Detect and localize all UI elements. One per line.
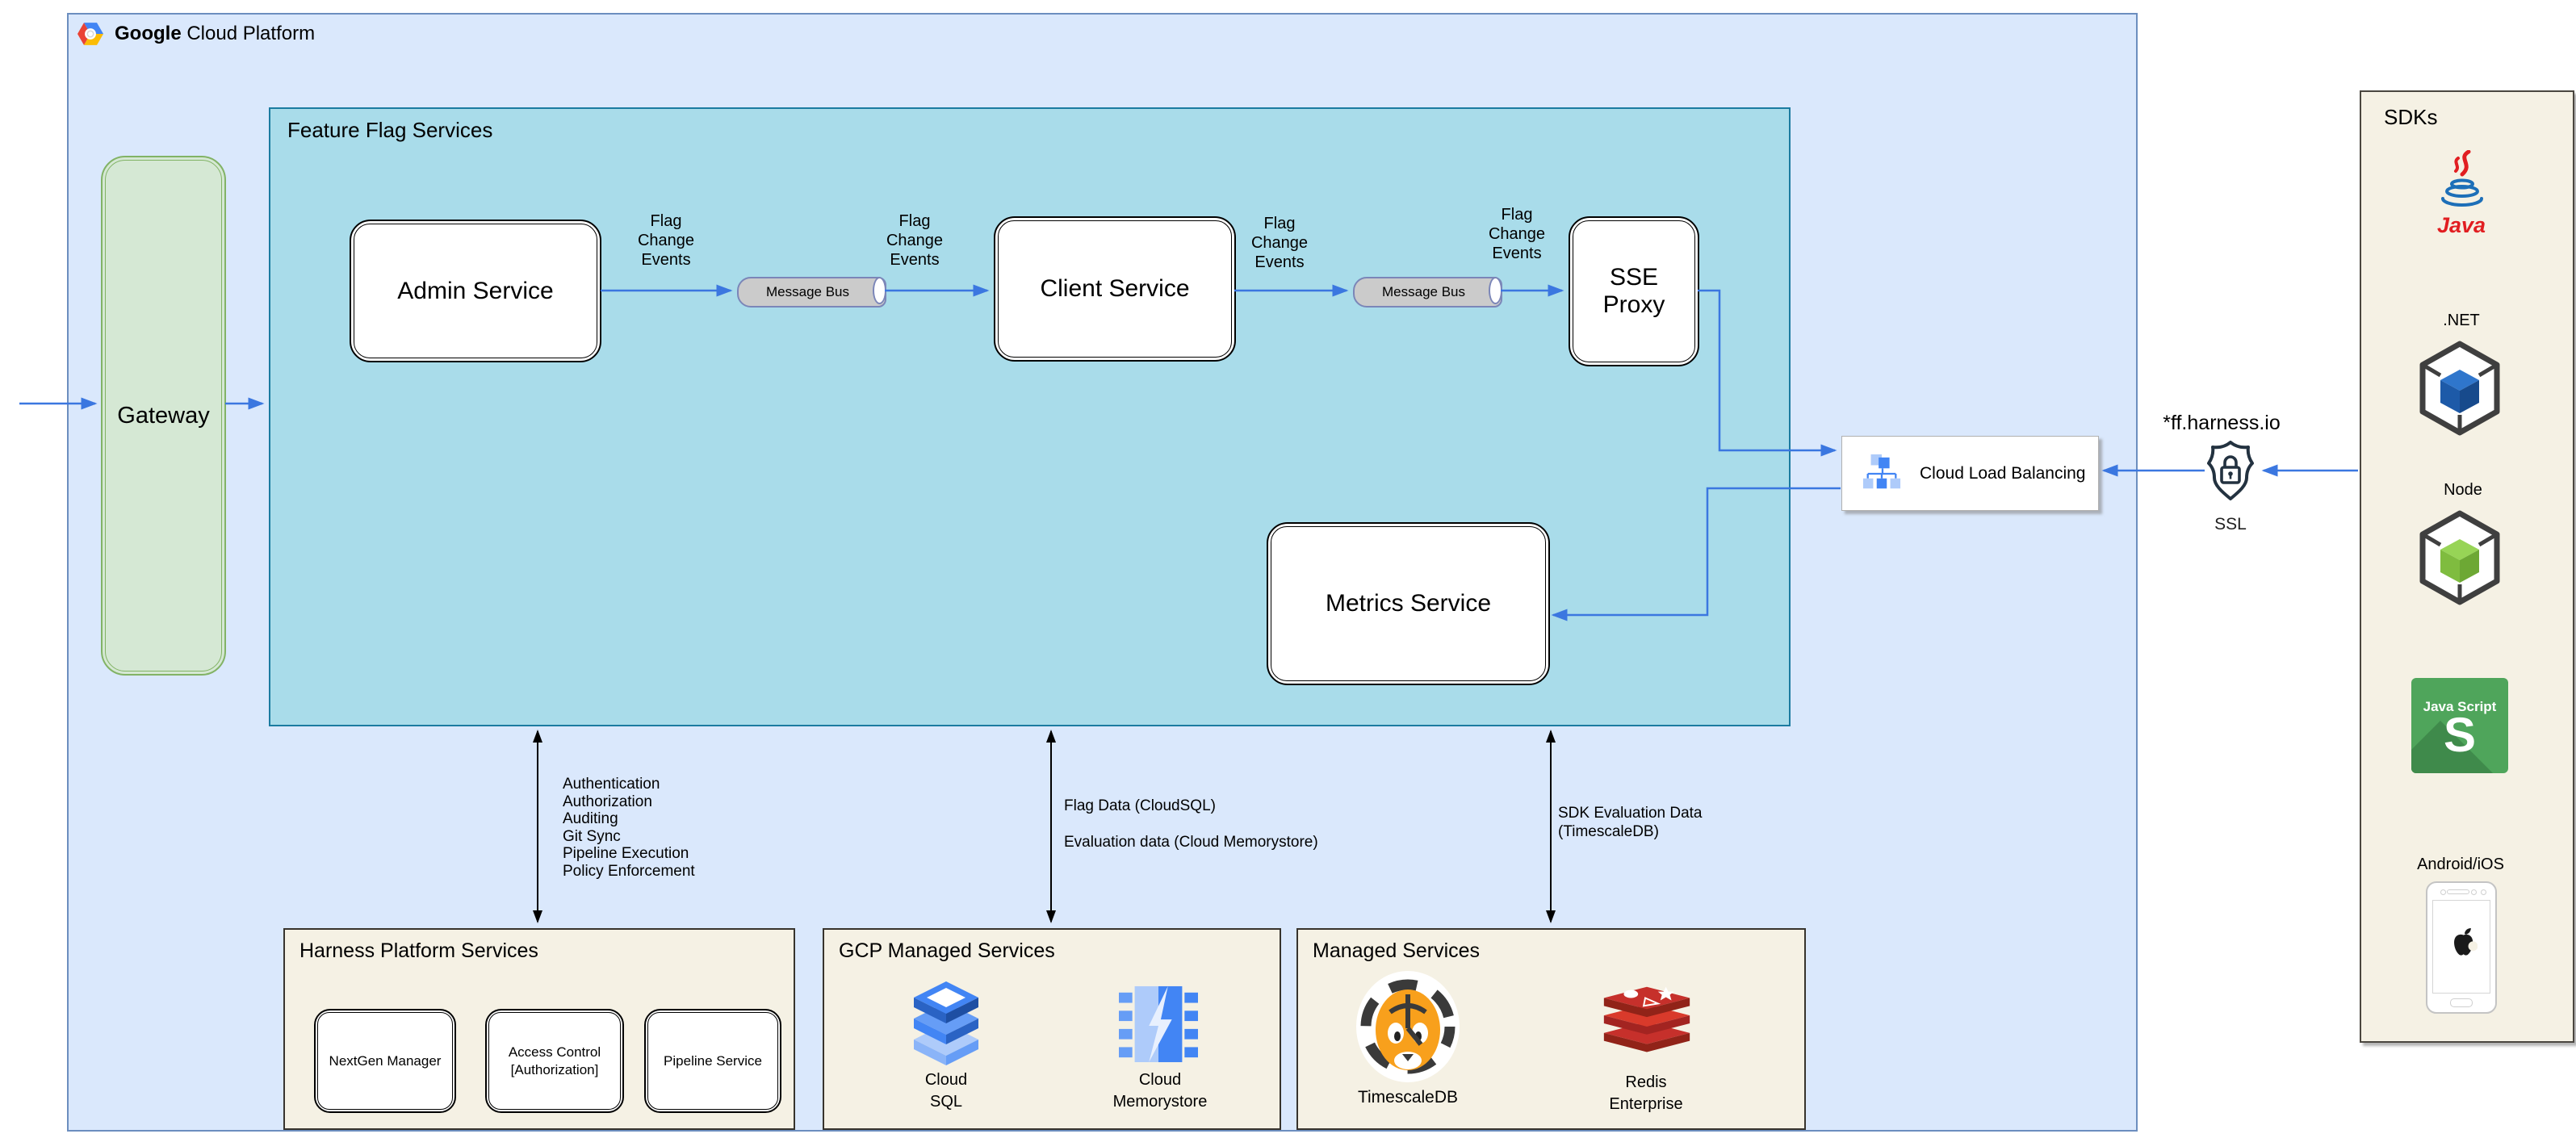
managed-services-title: Managed Services [1313, 939, 1481, 962]
platform-capabilities-list: Authentication Authorization Auditing Gi… [563, 776, 695, 880]
list-item: Auditing [563, 810, 618, 827]
sdks-title: SDKs [2384, 105, 2438, 129]
nextgen-manager-label: NextGen Manager [329, 1052, 442, 1069]
gcp-managed-services-title: GCP Managed Services [839, 939, 1055, 962]
message-bus-1-label: Message Bus [766, 284, 849, 299]
java-label: Java [2436, 213, 2486, 237]
timescaledb-logo-icon [1356, 971, 1460, 1082]
flag-change-events-label-4: Flag Change Events [1488, 206, 1546, 262]
cloud-load-balancing-label: Cloud Load Balancing [1920, 463, 2086, 483]
gcp-header-title: Google Cloud Platform [115, 23, 316, 44]
java-logo-icon [2441, 150, 2483, 207]
cylinder-cap [1489, 277, 1502, 304]
flag-change-events-label-2: Flag Change Events [886, 212, 944, 269]
admin-service-label: Admin Service [397, 277, 554, 304]
phone-home-button [2450, 998, 2473, 1007]
admin-service-node: Admin Service [350, 220, 601, 362]
ssl-label: SSL [2214, 515, 2247, 533]
javascript-letter: S [2443, 708, 2477, 762]
client-service-label: Client Service [1040, 275, 1190, 302]
node-label: Node [2444, 481, 2482, 499]
gateway-label: Gateway [117, 402, 210, 429]
dotnet-label: .NET [2443, 312, 2480, 329]
access-control-node: Access Control [Authorization] [485, 1009, 624, 1113]
nextgen-manager-node: NextGen Manager [314, 1009, 456, 1113]
feature-flag-services-container [269, 107, 1791, 726]
gateway-node: Gateway [101, 156, 226, 676]
cloud-sql-label: Cloud SQL [924, 1071, 968, 1111]
sdk-evaluation-data-label: SDK Evaluation Data (TimescaleDB) [1558, 805, 1703, 840]
cloud-load-balancing-icon [1862, 454, 1901, 488]
list-item: Policy Enforcement [563, 862, 695, 880]
gcp-logo-icon [77, 23, 103, 45]
message-bus-2-label: Message Bus [1382, 284, 1465, 299]
sse-proxy-node: SSE Proxy [1569, 216, 1699, 366]
metrics-service-label: Metrics Service [1325, 590, 1492, 617]
list-item: Git Sync [563, 827, 621, 845]
mobile-label: Android/iOS [2417, 856, 2504, 873]
redis-logo-icon [1603, 986, 1690, 1052]
access-control-label: Access Control [Authorization] [508, 1044, 601, 1077]
harness-platform-services-title: Harness Platform Services [299, 939, 538, 962]
evaluation-data-label: Evaluation data (Cloud Memorystore) [1064, 834, 1318, 851]
javascript-tile: Java Script S [2411, 678, 2508, 773]
cylinder-cap [873, 277, 886, 304]
phone-dot [2481, 889, 2486, 895]
metrics-service-node: Metrics Service [1267, 522, 1550, 685]
javascript-title: Java Script [2423, 699, 2497, 714]
feature-flag-services-title: Feature Flag Services [287, 118, 493, 142]
phone-dot [2440, 889, 2446, 895]
apple-logo-icon [2454, 928, 2478, 956]
client-service-node: Client Service [994, 216, 1236, 362]
pipeline-service-node: Pipeline Service [644, 1009, 781, 1113]
flag-data-label: Flag Data (CloudSQL) [1064, 797, 1216, 814]
pipeline-service-label: Pipeline Service [664, 1052, 762, 1069]
message-bus-1: Message Bus [737, 277, 886, 308]
cloud-memorystore-label: Cloud Memorystore [1112, 1071, 1208, 1111]
sse-proxy-label: SSE Proxy [1602, 264, 1665, 318]
dotnet-cube-icon [2419, 341, 2500, 436]
list-item: Pipeline Execution [563, 845, 689, 862]
redis-enterprise-label: Redis Enterprise [1609, 1073, 1683, 1113]
ssl-domain-label: *ff.harness.io [2163, 412, 2281, 434]
gcp-header: Google Cloud Platform [77, 23, 315, 45]
phone-screen [2432, 900, 2490, 994]
node-cube-icon [2419, 510, 2500, 605]
ssl-shield-icon [2207, 441, 2254, 500]
smartphone-icon [2426, 881, 2497, 1014]
phone-dot [2471, 889, 2477, 895]
cloud-memorystore-icon [1119, 985, 1198, 1063]
timescaledb-label: TimescaleDB [1357, 1088, 1459, 1107]
phone-speaker [2447, 889, 2469, 894]
list-item: Authentication [563, 776, 660, 793]
list-item: Authorization [563, 793, 652, 810]
flag-change-events-label-1: Flag Change Events [637, 212, 695, 269]
cloud-load-balancing-node: Cloud Load Balancing [1841, 436, 2099, 511]
flag-change-events-label-3: Flag Change Events [1250, 215, 1309, 271]
gcp-managed-services-panel [823, 928, 1281, 1130]
cloud-sql-icon [914, 981, 978, 1065]
message-bus-2: Message Bus [1353, 277, 1502, 308]
